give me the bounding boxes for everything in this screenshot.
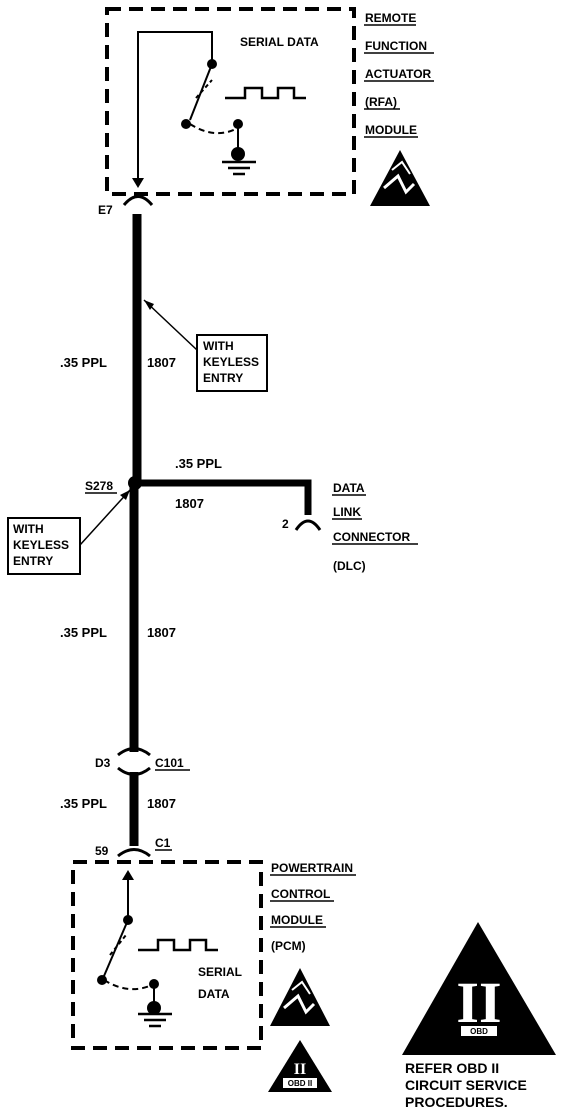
callout-line: KEYLESS — [13, 538, 69, 552]
wire-color-label: .35 PPL — [60, 625, 107, 640]
rfa-ground-contact — [233, 119, 243, 129]
pcm-serial-label: DATA — [198, 987, 230, 1001]
rfa-name-line: (RFA) — [365, 95, 397, 109]
obd-ii-large-icon: II OBD — [402, 922, 556, 1055]
refer-note-line: CIRCUIT SERVICE — [405, 1077, 527, 1093]
c101-name-label: C101 — [155, 756, 184, 770]
dlc-pin-label: 2 — [282, 517, 289, 531]
pcm-pin-label: 59 — [95, 844, 109, 858]
svg-text:OBD: OBD — [470, 1027, 488, 1036]
dlc-branch-wire — [140, 479, 312, 515]
rfa-name-line: REMOTE — [365, 11, 416, 25]
main-wire — [129, 214, 142, 846]
rfa-module-name: REMOTE FUNCTION ACTUATOR (RFA) MODULE — [364, 11, 434, 138]
refer-note-line: PROCEDURES. — [405, 1094, 508, 1110]
obd-small-symbol: II — [294, 1061, 306, 1078]
wire-circuit-label: 1807 — [147, 796, 176, 811]
pcm-name-line: POWERTRAIN — [271, 861, 353, 875]
wire-circuit-label: 1807 — [147, 355, 176, 370]
obd-small-tag: OBD II — [288, 1079, 312, 1088]
dlc-connector: 2 DATA LINK CONNECTOR (DLC) — [282, 481, 418, 573]
obd-large-symbol: II — [456, 970, 501, 1035]
pcm-module-name: POWERTRAIN CONTROL MODULE (PCM) — [270, 861, 356, 953]
callout-line: WITH — [203, 339, 234, 353]
rfa-name-line: MODULE — [365, 123, 417, 137]
c101-pin-label: D3 — [95, 756, 111, 770]
keyless-entry-callout-lower: WITH KEYLESS ENTRY — [7, 489, 131, 575]
pcm-serial-label: SERIAL — [198, 965, 242, 979]
rfa-ground-node — [231, 147, 245, 161]
rfa-name-line: ACTUATOR — [365, 67, 432, 81]
pcm-name-line: MODULE — [271, 913, 323, 927]
rfa-module: SERIAL DATA — [105, 7, 356, 196]
rfa-serial-data-label: SERIAL DATA — [240, 35, 319, 49]
rfa-switch-contact — [181, 119, 191, 129]
wire-color-label: .35 PPL — [60, 355, 107, 370]
keyless-entry-callout-upper: WITH KEYLESS ENTRY — [143, 299, 268, 392]
wire-color-label: .35 PPL — [60, 796, 107, 811]
callout-line: WITH — [13, 522, 44, 536]
esd-warning-icon — [270, 968, 330, 1026]
obd-ii-small-icon: II OBD II — [268, 1040, 332, 1092]
dlc-name-line: CONNECTOR — [333, 530, 410, 544]
pcm-name-line: (PCM) — [271, 939, 306, 953]
rfa-connector-e7: E7 — [98, 195, 154, 217]
callout-line: KEYLESS — [203, 355, 259, 369]
dlc-name-line: LINK — [333, 505, 361, 519]
esd-warning-icon — [370, 150, 430, 206]
callout-line: ENTRY — [13, 554, 53, 568]
pin-label-e7: E7 — [98, 203, 113, 217]
splice-label: S278 — [85, 479, 113, 493]
refer-note-line: REFER OBD II — [405, 1060, 499, 1076]
pcm-connector-label: C1 — [155, 836, 171, 850]
rfa-name-line: FUNCTION — [365, 39, 427, 53]
refer-obd-note: REFER OBD II CIRCUIT SERVICE PROCEDURES. — [405, 1060, 527, 1110]
rfa-serial-switch — [132, 31, 306, 188]
pcm-connector-c1: 59 C1 — [95, 836, 172, 858]
dlc-name-line: DATA — [333, 481, 365, 495]
rfa-switch-pivot — [207, 59, 217, 69]
callout-line: ENTRY — [203, 371, 243, 385]
dlc-wire-circuit-label: 1807 — [175, 496, 204, 511]
rfa-module-border — [105, 7, 356, 196]
wire-circuit-label: 1807 — [147, 625, 176, 640]
dlc-name-line: (DLC) — [333, 559, 366, 573]
pcm-module: SERIAL DATA — [71, 860, 263, 1050]
pcm-module-border — [71, 860, 263, 1050]
dlc-wire-color-label: .35 PPL — [175, 456, 222, 471]
splice-s278: S278 — [85, 476, 142, 494]
inline-connector-c101: D3 C101 — [95, 747, 190, 776]
pcm-name-line: CONTROL — [271, 887, 330, 901]
